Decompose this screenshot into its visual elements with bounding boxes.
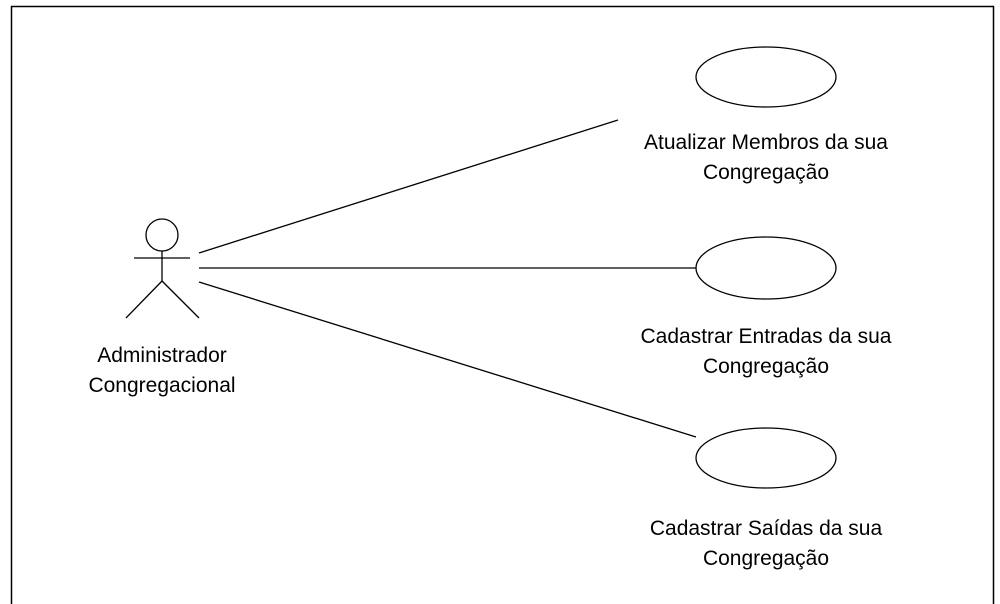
diagram-frame	[10, 5, 995, 604]
use-case-ellipse-2[interactable]	[695, 236, 837, 300]
actor-label-line2: Congregacional	[88, 374, 236, 397]
use-case-label-3: Cadastrar Saídas da sua Congregação	[601, 514, 931, 574]
use-case-label-1: Atualizar Membros da sua Congregação	[601, 128, 931, 188]
use-case-label-2-line2: Congregação	[702, 355, 830, 378]
use-case-label-3-line2: Congregação	[702, 547, 830, 570]
use-case-ellipse-1[interactable]	[695, 46, 837, 108]
actor-label: Administrador Congregacional	[62, 341, 262, 401]
actor-right-leg	[161, 280, 200, 319]
association-line-3	[198, 281, 697, 438]
actor-figure[interactable]	[125, 218, 200, 319]
actor-head	[145, 218, 179, 252]
use-case-label-2-line1: Cadastrar Entradas da sua	[640, 325, 892, 348]
association-line-1	[198, 119, 619, 254]
use-case-ellipse-3[interactable]	[695, 427, 837, 489]
actor-left-leg	[125, 280, 163, 319]
actor-label-line1: Administrador	[97, 344, 227, 367]
use-case-label-1-line1: Atualizar Membros da sua	[644, 131, 888, 154]
use-case-label-2: Cadastrar Entradas da sua Congregação	[601, 322, 931, 382]
use-case-label-1-line2: Congregação	[702, 161, 830, 184]
use-case-label-3-line1: Cadastrar Saídas da sua	[649, 517, 883, 540]
